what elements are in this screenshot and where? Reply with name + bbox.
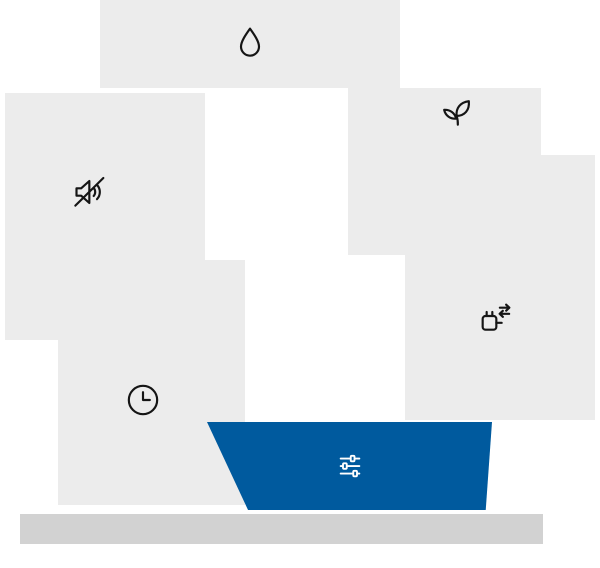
settings-banner[interactable] [207, 422, 492, 510]
bottom-bar [20, 514, 543, 544]
clock-icon [127, 384, 159, 416]
tile-water [100, 0, 400, 88]
speaker-muted-icon [74, 176, 105, 207]
plug-sync-icon [481, 303, 511, 331]
leaf-icon [443, 100, 470, 126]
sliders-icon [339, 454, 360, 478]
tile-connect [405, 155, 595, 420]
tile-timer [58, 260, 245, 505]
water-drop-icon [239, 27, 261, 57]
